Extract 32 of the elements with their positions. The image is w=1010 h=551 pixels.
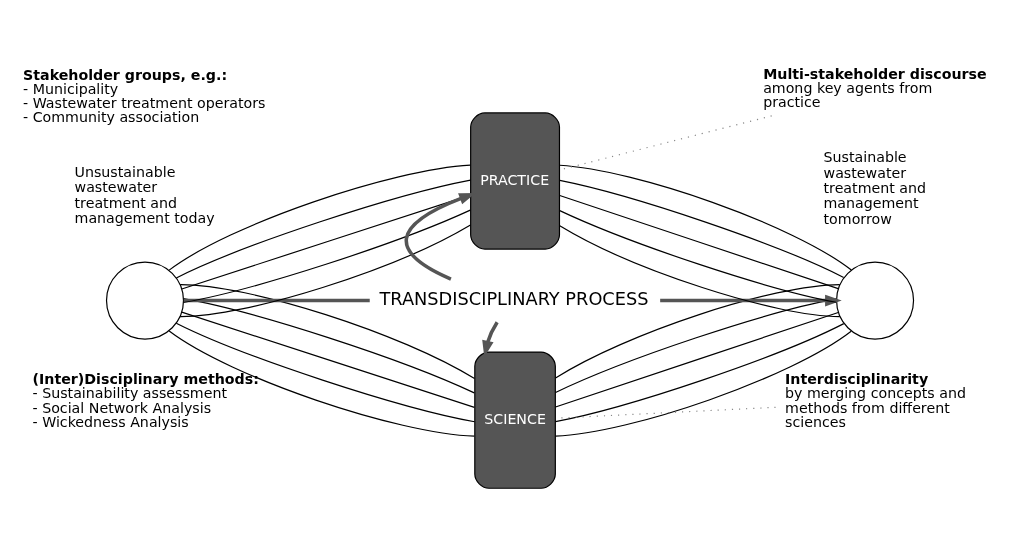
connector <box>559 209 837 303</box>
node-text: TRANSDISCIPLINARY PROCESS <box>379 288 649 309</box>
label: (Inter)Disciplinary methods: - Sustainability assessment - Social Network Analysis - Wickedness Analysis <box>32 370 259 430</box>
connector <box>168 164 471 271</box>
node-circle <box>836 261 915 340</box>
connector <box>554 283 841 379</box>
connector <box>179 223 472 317</box>
connector <box>554 330 852 437</box>
node-circle <box>105 261 185 340</box>
node-box: SCIENCE <box>474 351 556 489</box>
node-text: Interdisciplinarity by merging concepts and methods from different sciences <box>785 370 966 430</box>
connector <box>168 329 475 437</box>
arrow <box>482 320 499 357</box>
connector <box>554 311 839 408</box>
connector <box>183 298 370 302</box>
connector <box>182 297 475 393</box>
connector <box>175 322 476 422</box>
node-text: Multi-stakeholder discourse among key agents from practice <box>763 65 987 110</box>
connector <box>559 164 852 271</box>
connector <box>559 194 839 289</box>
connector <box>182 209 471 303</box>
label: Stakeholder groups, e.g.: - Municipality - Wastewater treatment operators - Community association <box>23 66 266 125</box>
node-label: Sustainable wastewater treatment and management tomorrow <box>823 148 927 227</box>
connector <box>554 322 845 422</box>
node-label: Unsustainable wastewater treatment and management today <box>74 163 215 226</box>
node-box: PRACTICE <box>470 111 561 250</box>
connector <box>181 311 475 408</box>
connector <box>175 179 472 278</box>
connector <box>559 179 845 278</box>
arrow <box>660 294 842 306</box>
connector <box>559 224 841 317</box>
connector <box>179 283 476 379</box>
